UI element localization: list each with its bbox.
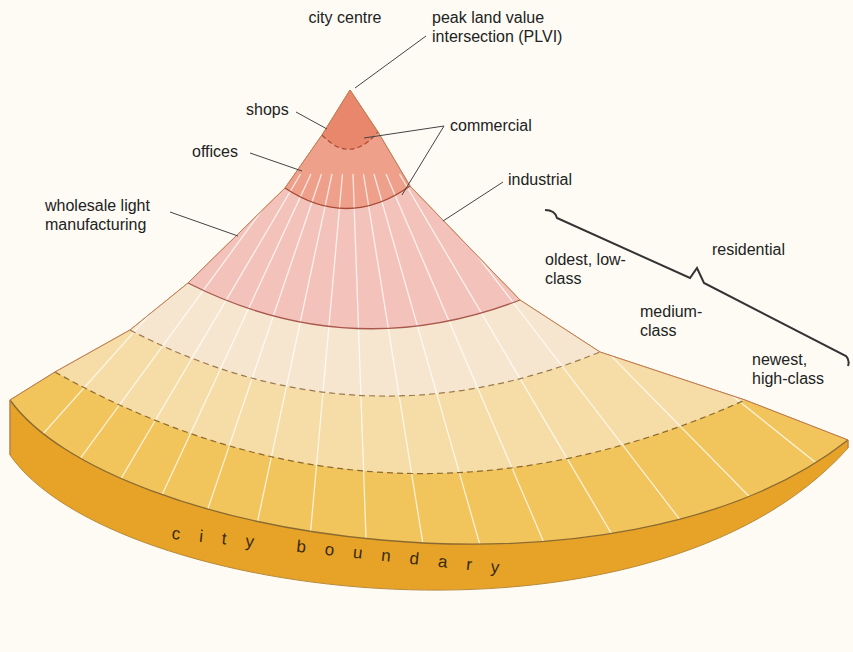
boundary-band [10, 90, 848, 590]
zone-arc [322, 132, 378, 149]
residential-bracket [545, 210, 849, 366]
radial-lines [0, 174, 853, 650]
radial-line [353, 174, 370, 650]
radial-line [386, 174, 590, 650]
group-label: commercial [450, 116, 532, 135]
zone-arc [10, 400, 848, 544]
high-class-band [10, 90, 848, 544]
leader-line [402, 126, 444, 195]
radial-line [90, 174, 311, 650]
leader-line [364, 126, 444, 138]
group-label: residential [712, 240, 822, 259]
radial-line [160, 174, 322, 650]
zone-label: offices [192, 142, 238, 161]
radial-line [230, 174, 332, 650]
zone-arc [130, 330, 600, 396]
city-centre-label: city centre [290, 8, 400, 27]
zone-label: shops [246, 100, 289, 119]
leader-line [355, 36, 426, 88]
zone-arc [285, 186, 410, 209]
zone-label: wholesale light manufacturing [45, 196, 195, 234]
radial-line [433, 174, 853, 650]
leader-line [170, 212, 238, 236]
zone-arc [55, 372, 745, 474]
zone-label: newest, high-class [752, 350, 847, 388]
cone-outline [10, 90, 848, 455]
leader-line [443, 182, 503, 221]
plvi-label: peak land value intersection (PLVI) [432, 8, 597, 46]
radial-line [400, 174, 681, 650]
group-label: industrial [508, 170, 572, 189]
leader-line [296, 112, 327, 129]
radial-line [0, 174, 289, 650]
zone-label: medium-class [640, 302, 706, 340]
zone-arc [188, 283, 520, 329]
radial-line [0, 174, 275, 650]
radial-line [364, 174, 441, 650]
leader-lines [170, 36, 503, 236]
radial-line [20, 174, 301, 650]
zone-label: oldest, low-class [545, 250, 635, 288]
low-class-band [130, 90, 600, 396]
radial-line [300, 174, 343, 650]
leader-line [250, 153, 302, 171]
